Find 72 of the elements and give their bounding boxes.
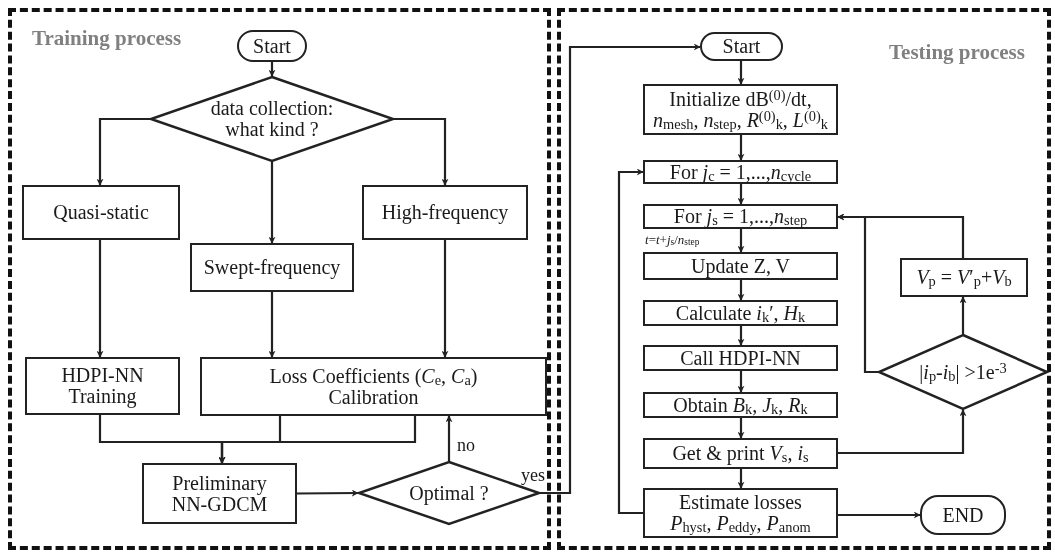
process-box: [25, 357, 180, 415]
arrow: [737, 280, 745, 301]
arrow: [837, 213, 878, 374]
arrow: [737, 61, 745, 85]
panel-heading: Training process: [32, 26, 182, 51]
dashed-panel: [557, 8, 1051, 550]
panel-heading: Testing process: [889, 40, 1025, 65]
step-note: t=t+j$_{s}$/n$_{step}$: [645, 232, 700, 248]
box-text: Update Z, V: [689, 255, 792, 277]
box-text: Calculate i$_{k}$′, H$_{k}$: [674, 302, 807, 324]
arrow: [737, 469, 745, 489]
arrow: [617, 168, 644, 515]
box-text: Start: [721, 36, 762, 57]
process-box: [362, 185, 528, 240]
process-box: [22, 185, 180, 240]
arrow: [394, 117, 449, 186]
process-box: [643, 438, 838, 469]
process-box: [643, 160, 838, 184]
arrow: [218, 416, 417, 464]
box-text: END: [941, 504, 985, 526]
arrow: [737, 229, 745, 253]
box-text: HDPI-NN Training: [60, 365, 145, 407]
terminal-box: [237, 30, 307, 62]
process-box: [643, 345, 838, 371]
box-text: Swept-frequency: [202, 257, 342, 278]
box-text: Estimate losses P$_{hyst}$, P$_{eddy}$, P$_{anom}$: [669, 492, 812, 534]
decision-diamond: [878, 334, 1048, 410]
box-text: High-frequency: [380, 202, 510, 223]
arrow: [445, 415, 453, 461]
box-text: data collection: what kind ?: [209, 98, 335, 140]
arrow: [297, 489, 359, 497]
process-box: [900, 258, 1028, 297]
arrow: [838, 409, 967, 455]
process-box: [142, 463, 297, 524]
box-text: V$_{p}$ = V′$_{p}$+V$_{b}$: [915, 267, 1013, 288]
box-text: Optimal ?: [408, 482, 490, 504]
box-text: Start: [252, 35, 292, 57]
arrow: [268, 162, 276, 244]
arrow: [838, 511, 921, 519]
dashed-panel: [8, 8, 551, 550]
process-box: [190, 243, 354, 292]
process-box: [643, 392, 838, 418]
process-box: [643, 204, 838, 229]
arrow: [959, 296, 967, 334]
arrow: [96, 240, 104, 358]
terminal-box: [920, 495, 1006, 535]
arrow: [268, 292, 276, 358]
arrow: [737, 371, 745, 393]
terminal-box: [700, 32, 783, 61]
arrow: [737, 135, 745, 161]
arrow: [268, 62, 276, 77]
box-text: Call HDPI-NN: [679, 347, 802, 369]
process-box: [643, 84, 838, 135]
arrow: [441, 240, 449, 358]
arrow: [540, 43, 701, 495]
box-text: Quasi-static: [52, 202, 150, 223]
arrow: [737, 326, 745, 346]
box-text: For j$_{s}$ = 1,...,n$_{step}$: [672, 206, 809, 227]
box-text: Obtain B$_{k}$, J$_{k}$, R$_{k}$: [672, 394, 809, 416]
process-box: [643, 252, 838, 280]
box-text: For j$_{c}$ = 1,...,n$_{cycle}$: [668, 161, 813, 183]
box-text: |i$_{p}$-i$_{b}$| >1e$^{-3}$: [918, 361, 1008, 383]
arrow: [96, 117, 150, 186]
box-text: Get & print V$_{s}$, i$_{s}$: [671, 443, 810, 464]
arrow: [737, 184, 745, 205]
box-text: Loss Coefficients (C$_{e}$, C$_{a}$) Calibration: [268, 365, 479, 408]
process-box: [643, 300, 838, 326]
box-text: Preliminary NN-GDCM: [170, 472, 269, 515]
process-box: [643, 488, 838, 538]
decision-diamond: [150, 76, 394, 162]
arrow: [737, 418, 745, 439]
process-box: [200, 357, 547, 416]
